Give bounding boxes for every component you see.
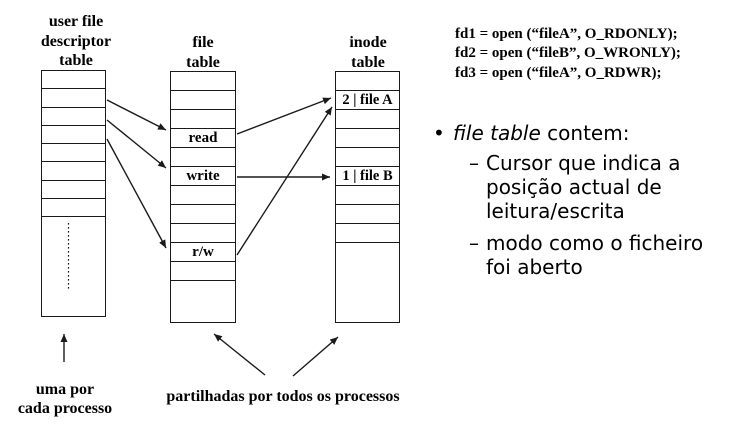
file-table-title: file table	[186, 34, 220, 71]
inode-table: 2 | file A 1 | file B	[335, 71, 400, 323]
table-row	[171, 281, 235, 322]
bullet-emphasis: file table	[453, 121, 541, 145]
sub-bullet-cursor: – Cursor que indica a posição actual de …	[469, 151, 681, 223]
table-row	[336, 110, 399, 129]
table-row	[42, 108, 105, 126]
code-line-fd2: fd2 = open (“fileB”, O_WRONLY);	[455, 45, 681, 62]
file-table-cell-write: write	[171, 167, 235, 186]
table-row	[42, 199, 105, 218]
user-file-descriptor-table	[41, 70, 106, 317]
table-row	[336, 129, 399, 148]
caption-per-process: uma por cada processo	[17, 381, 113, 417]
code-line-fd1: fd1 = open (“fileA”, O_RDONLY);	[455, 26, 678, 42]
table-row	[171, 91, 235, 110]
table-row	[336, 224, 399, 243]
dash-icon: –	[469, 231, 479, 255]
arrow-shared-to-file-table	[213, 333, 266, 376]
file-table-cell-read: read	[171, 129, 235, 148]
table-row	[42, 162, 105, 181]
arrow-shared-to-inode-table	[292, 336, 339, 377]
ufdt-table-title: user file descriptor table	[40, 13, 112, 69]
table-row	[171, 186, 235, 205]
table-row	[171, 224, 235, 243]
caption-shared: partilhadas por todos os processos	[166, 388, 400, 405]
code-block: fd1 = open (“fileA”, O_RDONLY); fd2 = op…	[455, 25, 681, 83]
code-line-fd3: fd3 = open (“fileA”, O_RDWR);	[455, 64, 662, 81]
sub-bullet-modo: – modo como o ficheiro foi aberto	[469, 231, 704, 280]
bullet-icon: •	[433, 121, 445, 145]
table-row	[336, 148, 399, 167]
inode-table-cell-fileA: 2 | file A	[336, 91, 399, 110]
table-row	[42, 144, 105, 163]
table-row	[171, 72, 235, 91]
bullet-rest: contem:	[540, 121, 630, 145]
table-row	[42, 71, 105, 90]
table-row	[336, 72, 399, 91]
sub-bullet-cursor-text: Cursor que indica a posição actual de le…	[486, 151, 681, 223]
table-row	[171, 262, 235, 281]
arrow-fd1-to-read	[106, 99, 167, 131]
table-row-ellipsis	[42, 217, 105, 316]
file-table-cell-rw: r/w	[171, 243, 235, 262]
table-row	[42, 181, 105, 200]
table-row	[171, 148, 235, 167]
bullet-file-table-contem: • file table contem:	[433, 121, 629, 145]
table-row	[336, 205, 399, 224]
arrow-rw-to-fileA	[236, 106, 333, 256]
sub-bullet-modo-text: modo como o ficheiro foi aberto	[486, 231, 704, 279]
arrow-read-to-fileA	[236, 97, 332, 135]
inode-table-cell-fileB: 1 | file B	[336, 167, 399, 186]
file-table: read write r/w	[170, 71, 236, 323]
table-row	[336, 243, 399, 322]
table-row	[171, 205, 235, 224]
arrow-fd3-to-rw	[106, 138, 167, 249]
table-row	[42, 126, 105, 145]
table-row	[171, 110, 235, 129]
dash-icon: –	[469, 151, 479, 175]
table-row	[42, 89, 105, 108]
arrow-fd2-to-write	[106, 119, 167, 169]
inode-table-title: inode table	[349, 34, 387, 71]
table-row	[336, 186, 399, 205]
